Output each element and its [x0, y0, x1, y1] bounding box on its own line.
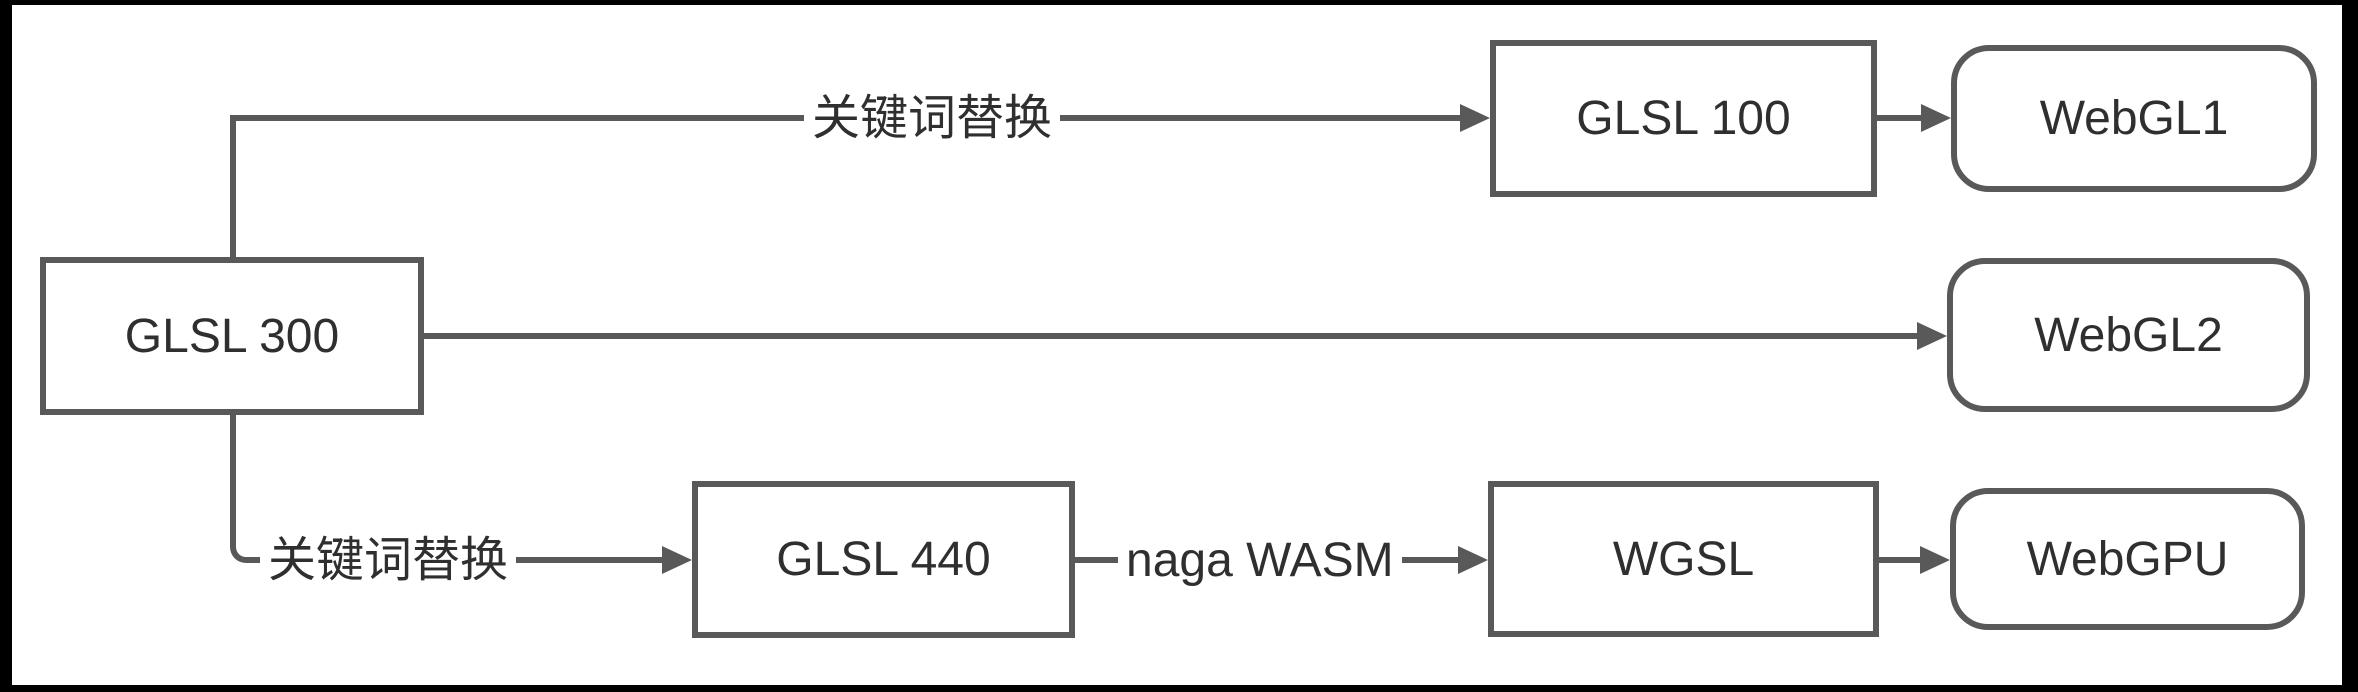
edge-label-keyword-replace-top: 关键词替换 — [804, 91, 1061, 147]
node-webgl1: WebGL1 — [1951, 45, 2317, 192]
edge-glsl300-to-webgl2 — [424, 333, 1917, 339]
arrowhead-icon — [1921, 104, 1951, 132]
arrowhead-icon — [1460, 104, 1490, 132]
node-webgpu: WebGPU — [1950, 488, 2305, 630]
arrowhead-icon — [662, 546, 692, 574]
arrowhead-icon — [1920, 546, 1950, 574]
diagram-canvas: 关键词替换 关键词替换 naga WASM GLSL 300 GLSL 100 … — [12, 5, 2342, 685]
node-glsl-100: GLSL 100 — [1490, 40, 1877, 197]
node-webgl2: WebGL2 — [1947, 258, 2310, 412]
edge-glsl100-to-webgl1 — [1877, 115, 1921, 121]
arrowhead-icon — [1458, 546, 1488, 574]
node-glsl-440: GLSL 440 — [692, 481, 1075, 638]
edge-wgsl-to-webgpu — [1879, 557, 1920, 563]
node-wgsl: WGSL — [1488, 481, 1879, 637]
edge-label-naga-wasm: naga WASM — [1118, 533, 1402, 589]
node-glsl-300: GLSL 300 — [40, 257, 424, 415]
edge-label-keyword-replace-bottom: 关键词替换 — [260, 533, 517, 589]
arrowhead-icon — [1917, 322, 1947, 350]
edge-glsl300-to-glsl440-elbow — [230, 415, 274, 563]
